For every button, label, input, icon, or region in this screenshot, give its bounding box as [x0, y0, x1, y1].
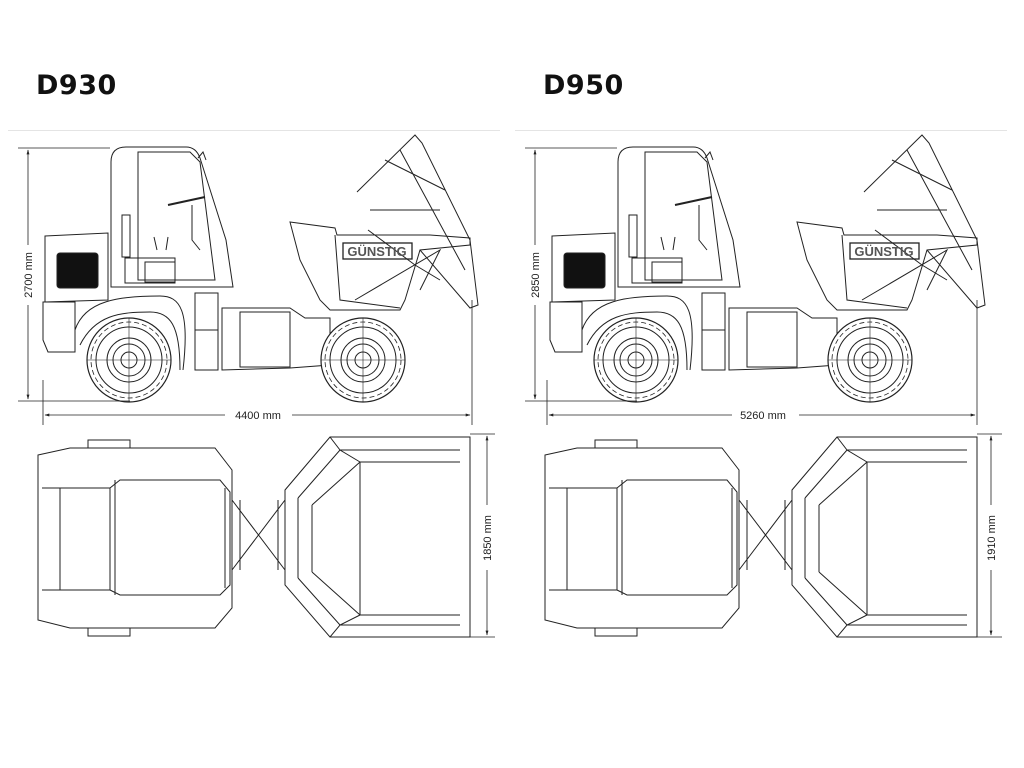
width-dimension: 1910 mm — [986, 515, 998, 561]
rear-wheel — [86, 317, 172, 403]
top-view-drawing — [37, 436, 471, 638]
length-dimension: 4400 mm — [235, 410, 281, 422]
divider — [515, 130, 1007, 131]
top-view-drawing — [544, 436, 978, 638]
height-dimension: 2850 mm — [530, 252, 542, 298]
dimension-drawing: GÜNSTIG 2700 mm 4400 mm 1850 mm — [18, 134, 495, 638]
model-title: D930 — [36, 70, 117, 101]
divider — [8, 130, 500, 131]
dimension-drawing: GÜNSTIG 2850 mm 5260 mm 1910 mm — [525, 134, 1002, 638]
front-wheel — [320, 317, 406, 403]
brand-badge: GÜNSTIG — [347, 244, 406, 259]
model-panel-d930: D930 GÜNSTIG 2700 mm 4400 mm 1850 mm — [0, 0, 507, 768]
model-title: D950 — [543, 70, 624, 101]
rear-wheel — [593, 317, 679, 403]
height-dimension: 2700 mm — [23, 252, 35, 298]
brand-badge: GÜNSTIG — [854, 244, 913, 259]
width-dimension: 1850 mm — [482, 515, 494, 561]
model-panel-d950: D950 GÜNSTIG 2850 mm 5260 mm 1910 mm — [507, 0, 1014, 768]
length-dimension: 5260 mm — [740, 410, 786, 422]
front-wheel — [827, 317, 913, 403]
